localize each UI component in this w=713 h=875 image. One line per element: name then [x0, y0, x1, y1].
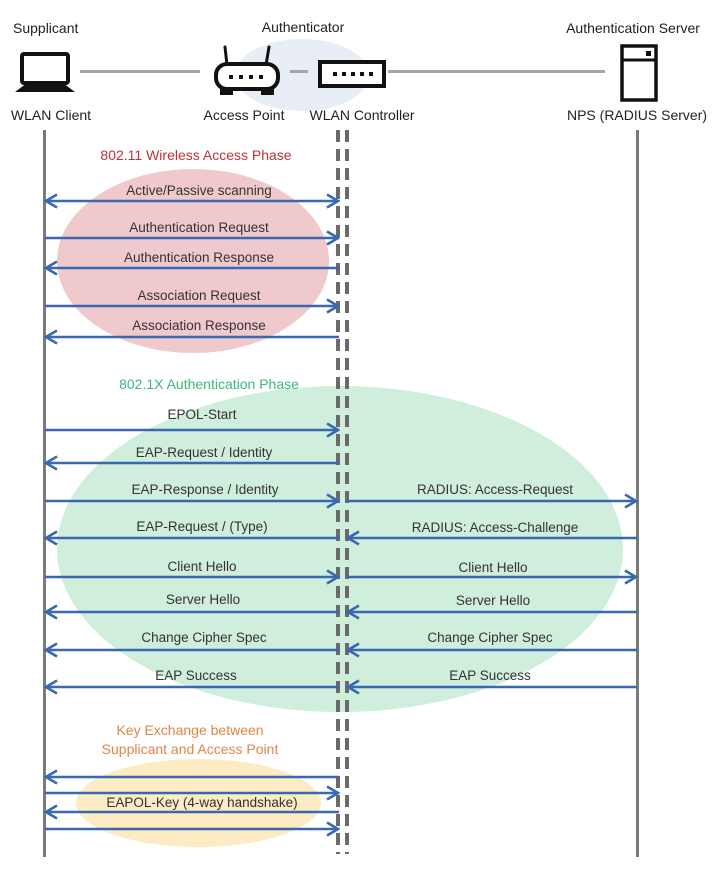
message-label: EAP Success — [449, 668, 531, 683]
message-label: Client Hello — [167, 559, 237, 574]
message-arrow — [346, 530, 637, 546]
message-label: EAP Success — [155, 668, 237, 683]
message-arrow — [44, 604, 339, 620]
message-arrow — [347, 569, 638, 585]
message-arrow — [346, 604, 637, 620]
message-arrow — [45, 298, 340, 314]
phase1-ellipse — [57, 169, 329, 353]
role-supplicant: Supplicant — [13, 20, 79, 36]
connector-ap-controller — [290, 70, 308, 73]
message-label: Server Hello — [455, 593, 531, 608]
message-label: Association Response — [132, 318, 266, 333]
message-label: Authentication Response — [123, 250, 275, 265]
phase3-title-line2: Supplicant and Access Point — [101, 741, 279, 757]
device-wlan-client: WLAN Client — [10, 107, 92, 123]
message-arrow — [347, 493, 638, 509]
message-arrow — [45, 230, 340, 246]
message-label: RADIUS: Access-Request — [416, 482, 574, 497]
message-arrow — [44, 679, 339, 695]
message-label: Change Cipher Spec — [427, 630, 553, 645]
device-nps-radius-server: NPS (RADIUS Server) — [566, 107, 708, 123]
controller-lifeline-right — [345, 130, 349, 854]
message-arrow — [44, 769, 339, 785]
server-icon — [620, 44, 658, 102]
message-label: Association Request — [137, 288, 261, 303]
message-arrow — [44, 642, 339, 658]
message-arrow — [346, 679, 637, 695]
server-lifeline — [636, 130, 639, 857]
message-arrow — [44, 804, 339, 820]
message-arrow — [44, 530, 339, 546]
phase3-title-line1: Key Exchange between — [116, 722, 264, 738]
message-label: RADIUS: Access-Challenge — [411, 520, 579, 535]
message-arrow — [45, 422, 340, 438]
message-label: Change Cipher Spec — [141, 630, 267, 645]
message-arrow — [44, 260, 339, 276]
message-label: EAP-Request / Identity — [135, 445, 273, 460]
role-authentication-server: Authentication Server — [566, 20, 700, 36]
message-label: Server Hello — [165, 592, 241, 607]
laptop-icon — [15, 52, 75, 92]
device-access-point: Access Point — [203, 107, 285, 123]
connector-client-ap — [80, 70, 200, 73]
phase1-title: 802.11 Wireless Access Phase — [100, 147, 292, 163]
message-arrow — [44, 455, 339, 471]
access-point-icon — [214, 45, 280, 95]
message-label: EAPOL-Key (4-way handshake) — [106, 795, 298, 810]
phase3-ellipse — [76, 759, 321, 847]
role-authenticator: Authenticator — [261, 19, 345, 35]
message-arrow — [45, 569, 340, 585]
message-label: Client Hello — [458, 560, 528, 575]
phase2-title: 802.1X Authentication Phase — [119, 376, 299, 392]
message-arrow — [346, 642, 637, 658]
message-label: EAP-Request / (Type) — [136, 519, 268, 534]
message-arrow — [44, 193, 340, 209]
controller-lifeline-left — [336, 130, 340, 854]
message-arrow — [44, 329, 339, 345]
message-label: EAP-Response / Identity — [131, 482, 279, 497]
message-arrow — [45, 821, 340, 837]
message-label: EPOL-Start — [167, 407, 237, 422]
phase2-ellipse — [57, 386, 623, 712]
message-label: Active/Passive scanning — [126, 183, 272, 198]
supplicant-lifeline — [43, 130, 46, 857]
message-arrow — [45, 785, 340, 801]
message-arrow — [45, 493, 340, 509]
message-label: Authentication Request — [129, 220, 269, 235]
device-wlan-controller: WLAN Controller — [309, 107, 415, 123]
wlan-controller-icon — [318, 60, 386, 88]
connector-controller-server — [388, 70, 605, 73]
